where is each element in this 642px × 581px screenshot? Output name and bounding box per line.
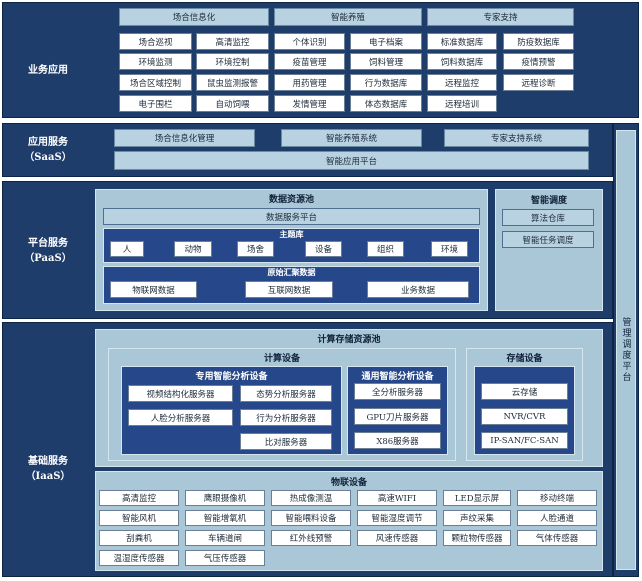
intelligent-scheduling — [495, 189, 603, 311]
saas-system-expert: 专家支持系统 — [444, 129, 589, 147]
business-item: 行为数据库 — [350, 74, 422, 91]
business-item: 疫情预警 — [503, 53, 574, 70]
business-item: 环境控制 — [196, 53, 269, 70]
business-item: 高清监控 — [196, 33, 269, 50]
iot-device: 温湿度传感器 — [99, 550, 179, 566]
management-scheduling-platform: 管理调度平台 — [616, 130, 636, 570]
iot-device: 热成像测温 — [271, 490, 351, 506]
iot-device: 车辆道闸 — [185, 530, 265, 546]
business-item: 自动饲喂 — [196, 95, 269, 112]
storage-devices-title: 存储设备 — [506, 354, 543, 364]
topic-item: 动物 — [174, 241, 212, 257]
business-item: 场合区域控制 — [119, 74, 192, 91]
business-item: 场合巡视 — [119, 33, 192, 50]
raw-data-item: 互联网数据 — [245, 281, 333, 298]
business-item: 环境监测 — [119, 53, 192, 70]
topic-item: 场舍 — [237, 241, 274, 257]
iot-device: 移动终端 — [517, 490, 597, 506]
iaas-layer-label: 基础服务 （IaaS） — [25, 456, 71, 482]
business-item: 远程诊断 — [503, 74, 574, 91]
special-analysis-devices-title: 专用智能分析设备 — [195, 372, 268, 382]
iot-device: 声纹采集 — [443, 510, 511, 526]
iot-devices-title: 物联设备 — [330, 478, 367, 488]
business-item: 防疫数据库 — [503, 33, 574, 50]
business-layer-label: 业务应用 — [28, 65, 68, 76]
business-item: 电子围栏 — [119, 95, 192, 112]
business-item: 发情管理 — [274, 95, 345, 112]
raw-data-item: 物联网数据 — [110, 281, 197, 298]
iot-device: 人脸通道 — [517, 510, 597, 526]
iot-device: 气压传感器 — [185, 550, 265, 566]
business-item: 用药管理 — [274, 74, 345, 91]
iot-device: 智能增氧机 — [185, 510, 265, 526]
intelligent-scheduling-title: 智能调度 — [530, 196, 567, 206]
topic-library-title: 主题库 — [279, 229, 304, 239]
iot-device: 红外线预警 — [271, 530, 351, 546]
business-item: 标准数据库 — [427, 33, 497, 50]
business-item: 远程监控 — [427, 74, 497, 91]
business-header-breeding: 智能养殖 — [274, 8, 422, 26]
business-header-expert: 专家支持 — [427, 8, 574, 26]
general-device: GPU刀片服务器 — [354, 408, 441, 425]
saas-layer-label: 应用服务 （SaaS） — [24, 137, 72, 163]
business-item: 疫苗管理 — [274, 53, 345, 70]
compute-devices-title: 计算设备 — [263, 354, 300, 364]
topic-item: 组织 — [367, 241, 404, 257]
saas-platform: 智能应用平台 — [114, 151, 589, 170]
storage-device: IP-SAN/FC-SAN — [481, 432, 568, 449]
iot-device: 高清监控 — [99, 490, 179, 506]
business-item: 体态数据库 — [350, 95, 422, 112]
raw-data-item: 业务数据 — [367, 281, 469, 298]
data-service-platform: 数据服务平台 — [103, 208, 480, 225]
business-header-venue: 场合信息化 — [119, 8, 269, 26]
topic-library — [103, 228, 480, 263]
raw-aggregated-data-title: 原始汇聚数据 — [267, 267, 316, 277]
storage-device: NVR/CVR — [481, 408, 568, 425]
iot-device: 气体传感器 — [517, 530, 597, 546]
compute-storage-pool-title: 计算存储资源池 — [317, 335, 381, 345]
business-item: 饲料管理 — [350, 53, 422, 70]
iot-device: 刮粪机 — [99, 530, 179, 546]
special-device: 人脸分析服务器 — [128, 409, 233, 426]
data-resource-pool-title: 数据资源池 — [268, 195, 314, 205]
business-item: 远程培训 — [427, 95, 497, 112]
iot-device: 风速传感器 — [357, 530, 437, 546]
paas-layer-label: 平台服务 （PaaS） — [24, 238, 72, 264]
special-device: 行为分析服务器 — [240, 409, 332, 426]
business-item: 电子档案 — [350, 33, 422, 50]
iot-device: 高速WIFI — [357, 490, 437, 506]
special-device: 视频结构化服务器 — [128, 385, 233, 402]
algorithm-repository: 算法仓库 — [502, 209, 594, 226]
business-item: 饲料数据库 — [427, 53, 497, 70]
special-device: 比对服务器 — [240, 433, 332, 450]
intelligent-task-scheduling: 智能任务调度 — [502, 231, 594, 248]
business-item: 个体识别 — [274, 33, 345, 50]
saas-system-breeding: 智能养殖系统 — [281, 129, 422, 147]
general-analysis-devices-title: 通用智能分析设备 — [361, 372, 434, 382]
storage-device: 云存储 — [481, 383, 568, 400]
iot-device: 鹰眼摄像机 — [185, 490, 265, 506]
topic-item: 环境 — [431, 241, 468, 257]
saas-system-venue: 场合信息化管理 — [114, 129, 255, 147]
general-device: X86服务器 — [354, 432, 441, 449]
iot-device: 智能喂料设备 — [271, 510, 351, 526]
iot-device: 颗粒物传感器 — [443, 530, 511, 546]
topic-item: 人 — [110, 241, 144, 257]
general-device: 全分析服务器 — [354, 383, 441, 400]
iot-device: LED显示屏 — [443, 490, 511, 506]
business-item: 鼠虫监测报警 — [196, 74, 269, 91]
topic-item: 设备 — [305, 241, 342, 257]
iot-device: 智能湿度调节 — [357, 510, 437, 526]
iot-device: 智能风机 — [99, 510, 179, 526]
special-device: 态势分析服务器 — [240, 385, 332, 402]
